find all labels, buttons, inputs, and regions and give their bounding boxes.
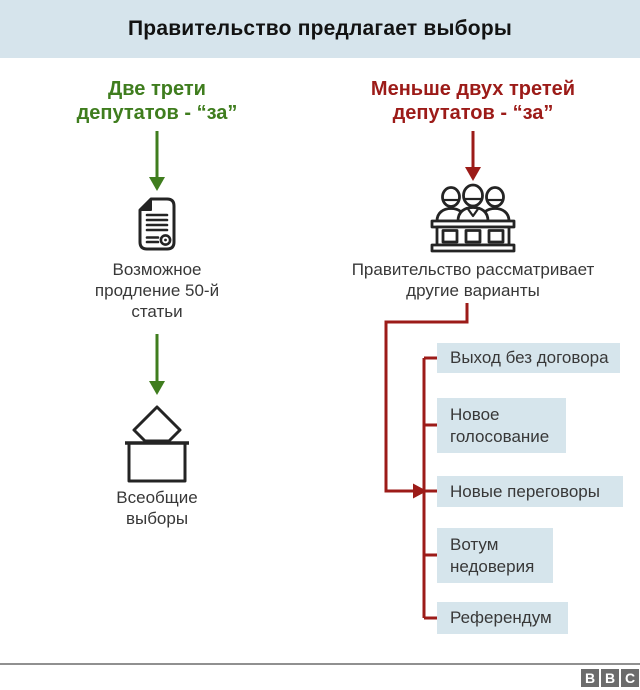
option-box-no-deal: Выход без договора [437,343,620,373]
left-step1-label: Возможное продление 50-й статьи [94,260,220,321]
ballot-box-icon [123,403,191,490]
bbc-logo-block: C [621,669,639,687]
red-arrow-down [465,131,481,181]
bbc-logo-block: B [581,669,599,687]
footer-divider [0,663,640,665]
option-box-new-vote: Новое голосование [437,398,566,453]
green-arrow-down-1 [149,131,165,191]
bbc-logo-block: B [601,669,619,687]
option-label: Новое голосование [450,404,550,446]
right-step1-label: Правительство рассматривает другие вариа… [351,260,595,300]
page-title: Правительство предлагает выборы [128,17,512,40]
option-box-referendum: Референдум [437,602,568,634]
header-bar: Правительство предлагает выборы [0,0,640,58]
left-column-heading: Две трети депутатов - “за” [76,78,238,124]
bbc-logo: B B C [581,669,639,687]
right-column-heading: Меньше двух третей депутатов - “за” [370,78,576,124]
option-label: Новые переговоры [450,481,600,501]
left-step2-label: Всеобщие выборы [116,488,198,528]
option-box-no-confidence: Вотум недоверия [437,528,553,583]
option-label: Референдум [450,608,552,627]
option-label: Вотум недоверия [450,534,535,576]
document-icon [138,197,176,256]
parliament-icon [429,183,517,258]
option-label: Выход без договора [450,348,609,367]
green-arrow-down-2 [149,334,165,395]
option-box-new-negotiations: Новые переговоры [437,476,623,507]
